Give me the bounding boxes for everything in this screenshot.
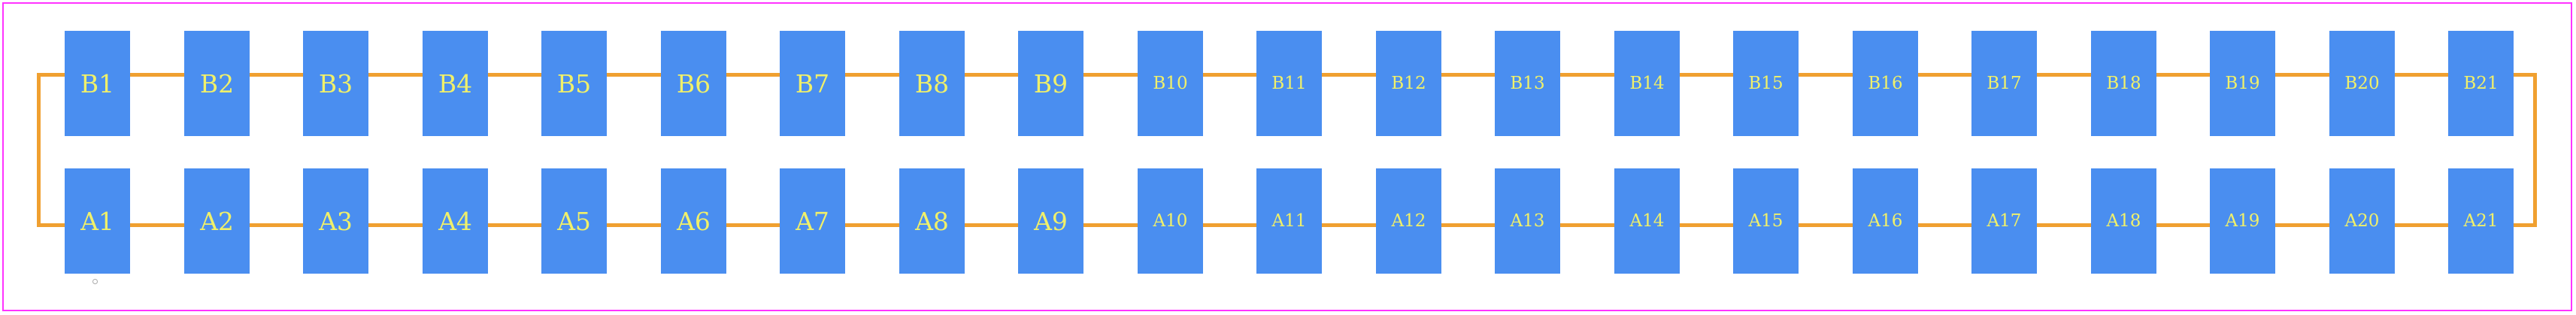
pad-b15: B15 [1733,31,1799,136]
pad-label: B21 [2463,74,2499,93]
pad-label: B15 [1748,74,1784,93]
pad-b3: B3 [303,31,368,136]
pad-a13: A13 [1495,168,1560,274]
pad-label: B9 [1033,68,1068,98]
pad-b11: B11 [1256,31,1322,136]
pad-label: A1 [80,206,114,236]
pad-b4: B4 [423,31,488,136]
pad-label: A18 [2106,211,2141,231]
pad-a12: A12 [1376,168,1441,274]
pad-a6: A6 [661,168,726,274]
pad-label: A12 [1391,211,1426,231]
pad-b2: B2 [184,31,250,136]
pad-label: A19 [2225,211,2260,231]
pad-label: A10 [1153,211,1188,231]
pad-a19: A19 [2210,168,2275,274]
pad-label: B13 [1510,74,1545,93]
pad-label: A5 [557,206,591,236]
pad-b1: B1 [65,31,130,136]
pad-a21: A21 [2448,168,2514,274]
pad-label: A6 [677,206,711,236]
pad-label: A3 [319,206,353,236]
pad-b9: B9 [1018,31,1083,136]
pad-label: A9 [1034,206,1068,236]
pad-b19: B19 [2210,31,2275,136]
pad-label: B7 [795,68,830,98]
pad-a8: A8 [899,168,965,274]
pad-b17: B17 [1971,31,2037,136]
pad-b5: B5 [541,31,607,136]
pad-a7: A7 [780,168,845,274]
pad-label: A8 [915,206,949,236]
pad-label: B1 [80,68,115,98]
pad-a1: A1 [65,168,130,274]
pad-label: A7 [796,206,829,236]
pad-b12: B12 [1376,31,1441,136]
pad-label: A20 [2344,211,2380,231]
pad-label: B17 [1987,74,2022,93]
pad-label: A4 [438,206,472,236]
pad-a15: A15 [1733,168,1799,274]
pad-label: A2 [200,206,234,236]
pad-label: B19 [2225,74,2260,93]
pad-label: A21 [2463,211,2499,231]
pad-label: A14 [1629,211,1665,231]
pad-label: B4 [438,68,473,98]
pad-label: A11 [1271,211,1307,231]
pad-label: A13 [1510,211,1545,231]
pad-label: B2 [199,68,235,98]
pad-b18: B18 [2091,31,2156,136]
pad-label: B10 [1153,74,1188,93]
pad-a16: A16 [1853,168,1918,274]
pad-a2: A2 [184,168,250,274]
pad-label: A16 [1868,211,1903,231]
pad-b6: B6 [661,31,726,136]
pad-b8: B8 [899,31,965,136]
pad-a5: A5 [541,168,607,274]
pad-a14: A14 [1614,168,1680,274]
pin1-marker [92,279,98,284]
pad-b13: B13 [1495,31,1560,136]
pad-label: B8 [914,68,950,98]
pad-label: B14 [1629,74,1665,93]
pad-label: B18 [2106,74,2141,93]
pad-a17: A17 [1971,168,2037,274]
pad-a18: A18 [2091,168,2156,274]
pad-b16: B16 [1853,31,1918,136]
pad-label: B6 [676,68,711,98]
pad-label: B5 [556,68,592,98]
pad-a4: A4 [423,168,488,274]
pad-a10: A10 [1138,168,1203,274]
pad-a9: A9 [1018,168,1083,274]
pad-b20: B20 [2329,31,2395,136]
pad-a20: A20 [2329,168,2395,274]
pad-label: B20 [2344,74,2380,93]
pad-b14: B14 [1614,31,1680,136]
pad-label: B3 [318,68,353,98]
pad-label: A17 [1987,211,2022,231]
pad-label: B12 [1391,74,1426,93]
pad-label: B11 [1271,74,1307,93]
pad-b21: B21 [2448,31,2514,136]
pad-a3: A3 [303,168,368,274]
board-outline [2,2,2572,311]
pad-label: A15 [1748,211,1784,231]
pad-label: B16 [1868,74,1903,93]
pad-b7: B7 [780,31,845,136]
pad-a11: A11 [1256,168,1322,274]
pad-b10: B10 [1138,31,1203,136]
